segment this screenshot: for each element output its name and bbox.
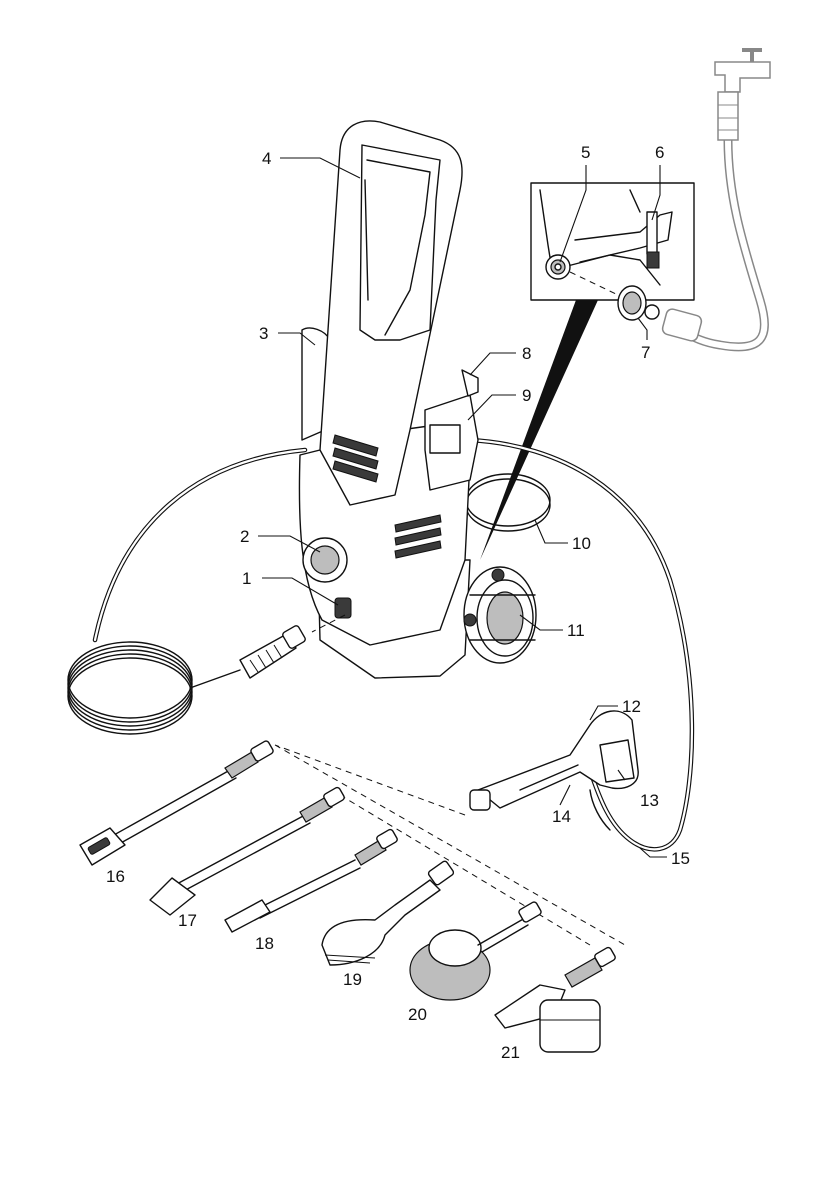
hose-ring [466, 474, 550, 531]
callout-5: 5 [581, 143, 590, 162]
callout-15: 15 [671, 849, 690, 868]
hose-reel [464, 567, 536, 663]
inlet-connection-inset [531, 183, 694, 300]
callout-7: 7 [641, 343, 650, 362]
rotary-wash-brush [410, 901, 542, 1000]
spray-lance-vario [80, 740, 274, 865]
callout-4: 4 [262, 149, 271, 168]
callout-1: 1 [242, 569, 251, 588]
callout-12: 12 [622, 697, 641, 716]
callout-14: 14 [552, 807, 571, 826]
callout-3: 3 [259, 324, 268, 343]
inset-pointer-wedge [480, 300, 598, 560]
callout-13: 13 [640, 791, 659, 810]
callout-17: 17 [178, 911, 197, 930]
callout-16: 16 [106, 867, 125, 886]
callout-6: 6 [655, 143, 664, 162]
callout-9: 9 [522, 386, 531, 405]
callout-2: 2 [240, 527, 249, 546]
callout-19: 19 [343, 970, 362, 989]
callout-10: 10 [572, 534, 591, 553]
callout-21: 21 [501, 1043, 520, 1062]
foam-nozzle [495, 946, 616, 1052]
callout-11: 11 [567, 621, 585, 640]
callout-18: 18 [255, 934, 274, 953]
callout-20: 20 [408, 1005, 427, 1024]
callout-8: 8 [522, 344, 531, 363]
dirt-blaster-lance [150, 786, 345, 915]
pressure-washer-unit [299, 121, 478, 678]
